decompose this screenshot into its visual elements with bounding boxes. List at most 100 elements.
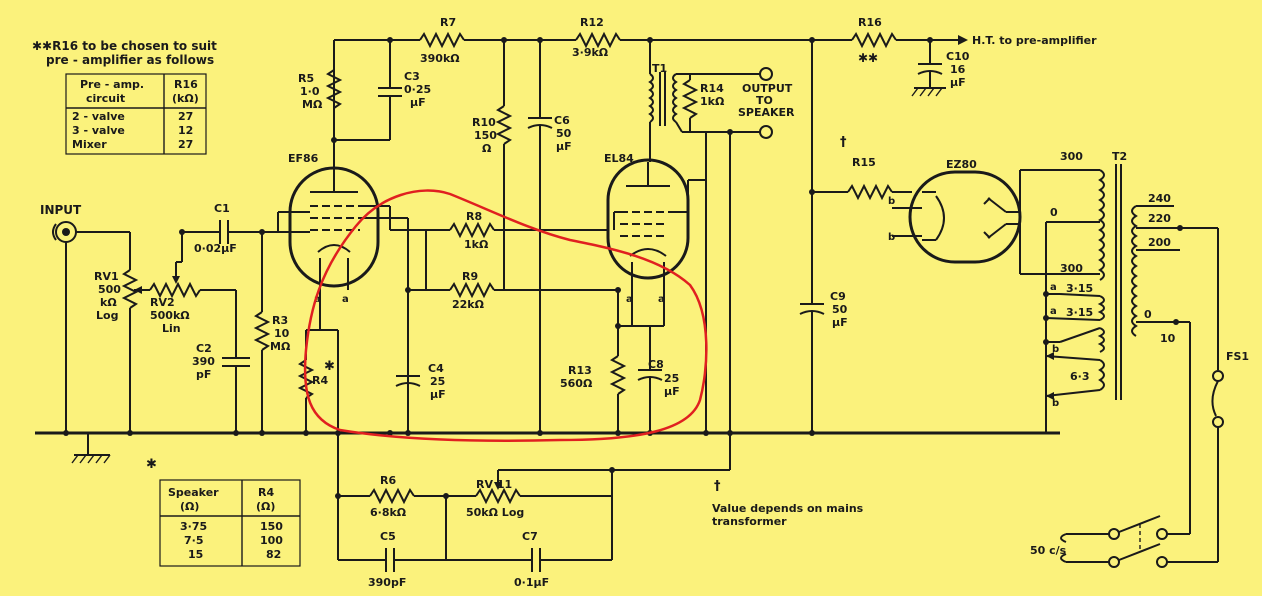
r3-value-1: 10 [274, 327, 290, 340]
r4-header-value-2: (Ω) [256, 500, 275, 513]
ht-label: H.T. to pre-amplifier [972, 34, 1097, 47]
t2-label: T2 [1112, 150, 1127, 163]
r8-resistor [449, 221, 495, 239]
r16-resistor [851, 31, 897, 49]
r16-note-line1: ✱✱R16 to be chosen to suit [32, 39, 217, 53]
t2-transformer [1097, 164, 1138, 400]
t2-tap-0a: 0 [1050, 206, 1058, 219]
c2-capacitor [222, 350, 250, 433]
output-label-3: SPEAKER [738, 106, 795, 119]
r7-label: R7 [440, 16, 456, 29]
rv1-value-2: kΩ [100, 296, 117, 309]
t2-tap-300a: 300 [1060, 150, 1083, 163]
r16-row-2-value: 12 [178, 124, 193, 137]
c3-value-2: μF [410, 96, 426, 109]
r4-row-1-value: 150 [260, 520, 283, 533]
fs1-fuse [1211, 370, 1224, 428]
speaker-terminal-1 [759, 67, 773, 81]
r5-value-2: MΩ [302, 98, 323, 111]
c6-capacitor [527, 40, 553, 433]
c8-capacitor [637, 326, 663, 433]
t2-tap-10: 10 [1160, 332, 1176, 345]
rv2-label: RV2 [150, 296, 175, 309]
r9-resistor [449, 281, 495, 299]
mains-note-line1: Value depends on mains [712, 502, 864, 515]
r4-row-2-value: 100 [260, 534, 283, 547]
r3-resistor [253, 232, 271, 433]
r16-label: R16 [858, 16, 882, 29]
r4-row-3-speaker: 15 [188, 548, 203, 561]
t2-tap-315a: 3·15 [1066, 282, 1093, 295]
c9-label: C9 [830, 290, 846, 303]
ef86-valve [288, 166, 380, 290]
ef86-pin-a2: a [342, 294, 349, 305]
r10-value-2: Ω [482, 142, 492, 155]
fs1-label: FS1 [1226, 350, 1249, 363]
c5-value: 390pF [368, 576, 406, 589]
r15-label: R15 [852, 156, 876, 169]
c9-value-2: μF [832, 316, 848, 329]
c1-value: 0·02μF [194, 242, 237, 255]
r16-note-line2: pre - amplifier as follows [46, 53, 214, 67]
t1-label: T1 [652, 62, 667, 75]
c6-value-1: 50 [556, 127, 572, 140]
rv2-potentiometer [142, 232, 237, 350]
r10-label: R10 [472, 116, 496, 129]
input-socket [52, 221, 77, 243]
r16-header-value-2: (kΩ) [172, 92, 199, 105]
r4-star-marker: ✱ [146, 457, 157, 472]
mains-note-dagger: † [714, 479, 721, 494]
r7-value: 390kΩ [420, 52, 460, 65]
c8-value-2: μF [664, 385, 680, 398]
ground-junctions [63, 229, 815, 436]
t2-pin-a2: a [1050, 306, 1057, 317]
rv1-label: RV1 [94, 270, 119, 283]
ez80-pin-b2: b [888, 232, 895, 243]
r15-dagger: † [840, 135, 847, 150]
r4-row-1-speaker: 3·75 [180, 520, 207, 533]
r16-stars: ✱✱ [858, 51, 878, 65]
t1-transformer [648, 40, 760, 162]
rv1-potentiometer [121, 232, 142, 433]
r12-resistor [575, 31, 621, 49]
ez80-pin-b1: b [888, 196, 895, 207]
r6-resistor [369, 487, 415, 505]
t2-tap-0b: 0 [1144, 308, 1152, 321]
c4-value-2: μF [430, 388, 446, 401]
c4-value-1: 25 [430, 375, 445, 388]
r9-value: 22kΩ [452, 298, 485, 311]
c7-value: 0·1μF [514, 576, 549, 589]
r16-row-1-value: 27 [178, 110, 193, 123]
r16-row-1-name: 2 - valve [72, 110, 125, 123]
input-label: INPUT [40, 203, 82, 217]
r16-row-3-value: 27 [178, 138, 193, 151]
r5-value-1: 1·0 [300, 85, 320, 98]
c4-label: C4 [428, 362, 444, 375]
c3-capacitor [378, 40, 402, 140]
t2-tap-63: 6·3 [1070, 370, 1090, 383]
c4-capacitor [395, 290, 421, 387]
r4-label: R4 [312, 374, 328, 387]
mains-label: 50 c/s [1030, 544, 1067, 557]
t2-pin-b1: b [1052, 344, 1059, 355]
r15-resistor [847, 183, 893, 201]
rv1-value-3: Log [96, 309, 118, 322]
c10-label: C10 [946, 50, 970, 63]
t2-pin-b2: b [1052, 398, 1059, 409]
r4-row-2-speaker: 7·5 [184, 534, 204, 547]
r9-label: R9 [462, 270, 478, 283]
c6-label: C6 [554, 114, 570, 127]
ground-symbol [71, 433, 111, 464]
c6-value-2: μF [556, 140, 572, 153]
rv11-potentiometer [475, 469, 612, 505]
r4-note: Speaker (Ω) R4 (Ω) 3·75 150 7·5 100 15 8… [159, 479, 301, 567]
r6-value: 6·8kΩ [370, 506, 407, 519]
r13-value: 560Ω [560, 377, 593, 390]
r6-label: R6 [380, 474, 396, 487]
c2-value-2: pF [196, 368, 211, 381]
ez80-label: EZ80 [946, 158, 977, 171]
rv11-value: 50kΩ Log [466, 506, 524, 519]
c3-label: C3 [404, 70, 420, 83]
